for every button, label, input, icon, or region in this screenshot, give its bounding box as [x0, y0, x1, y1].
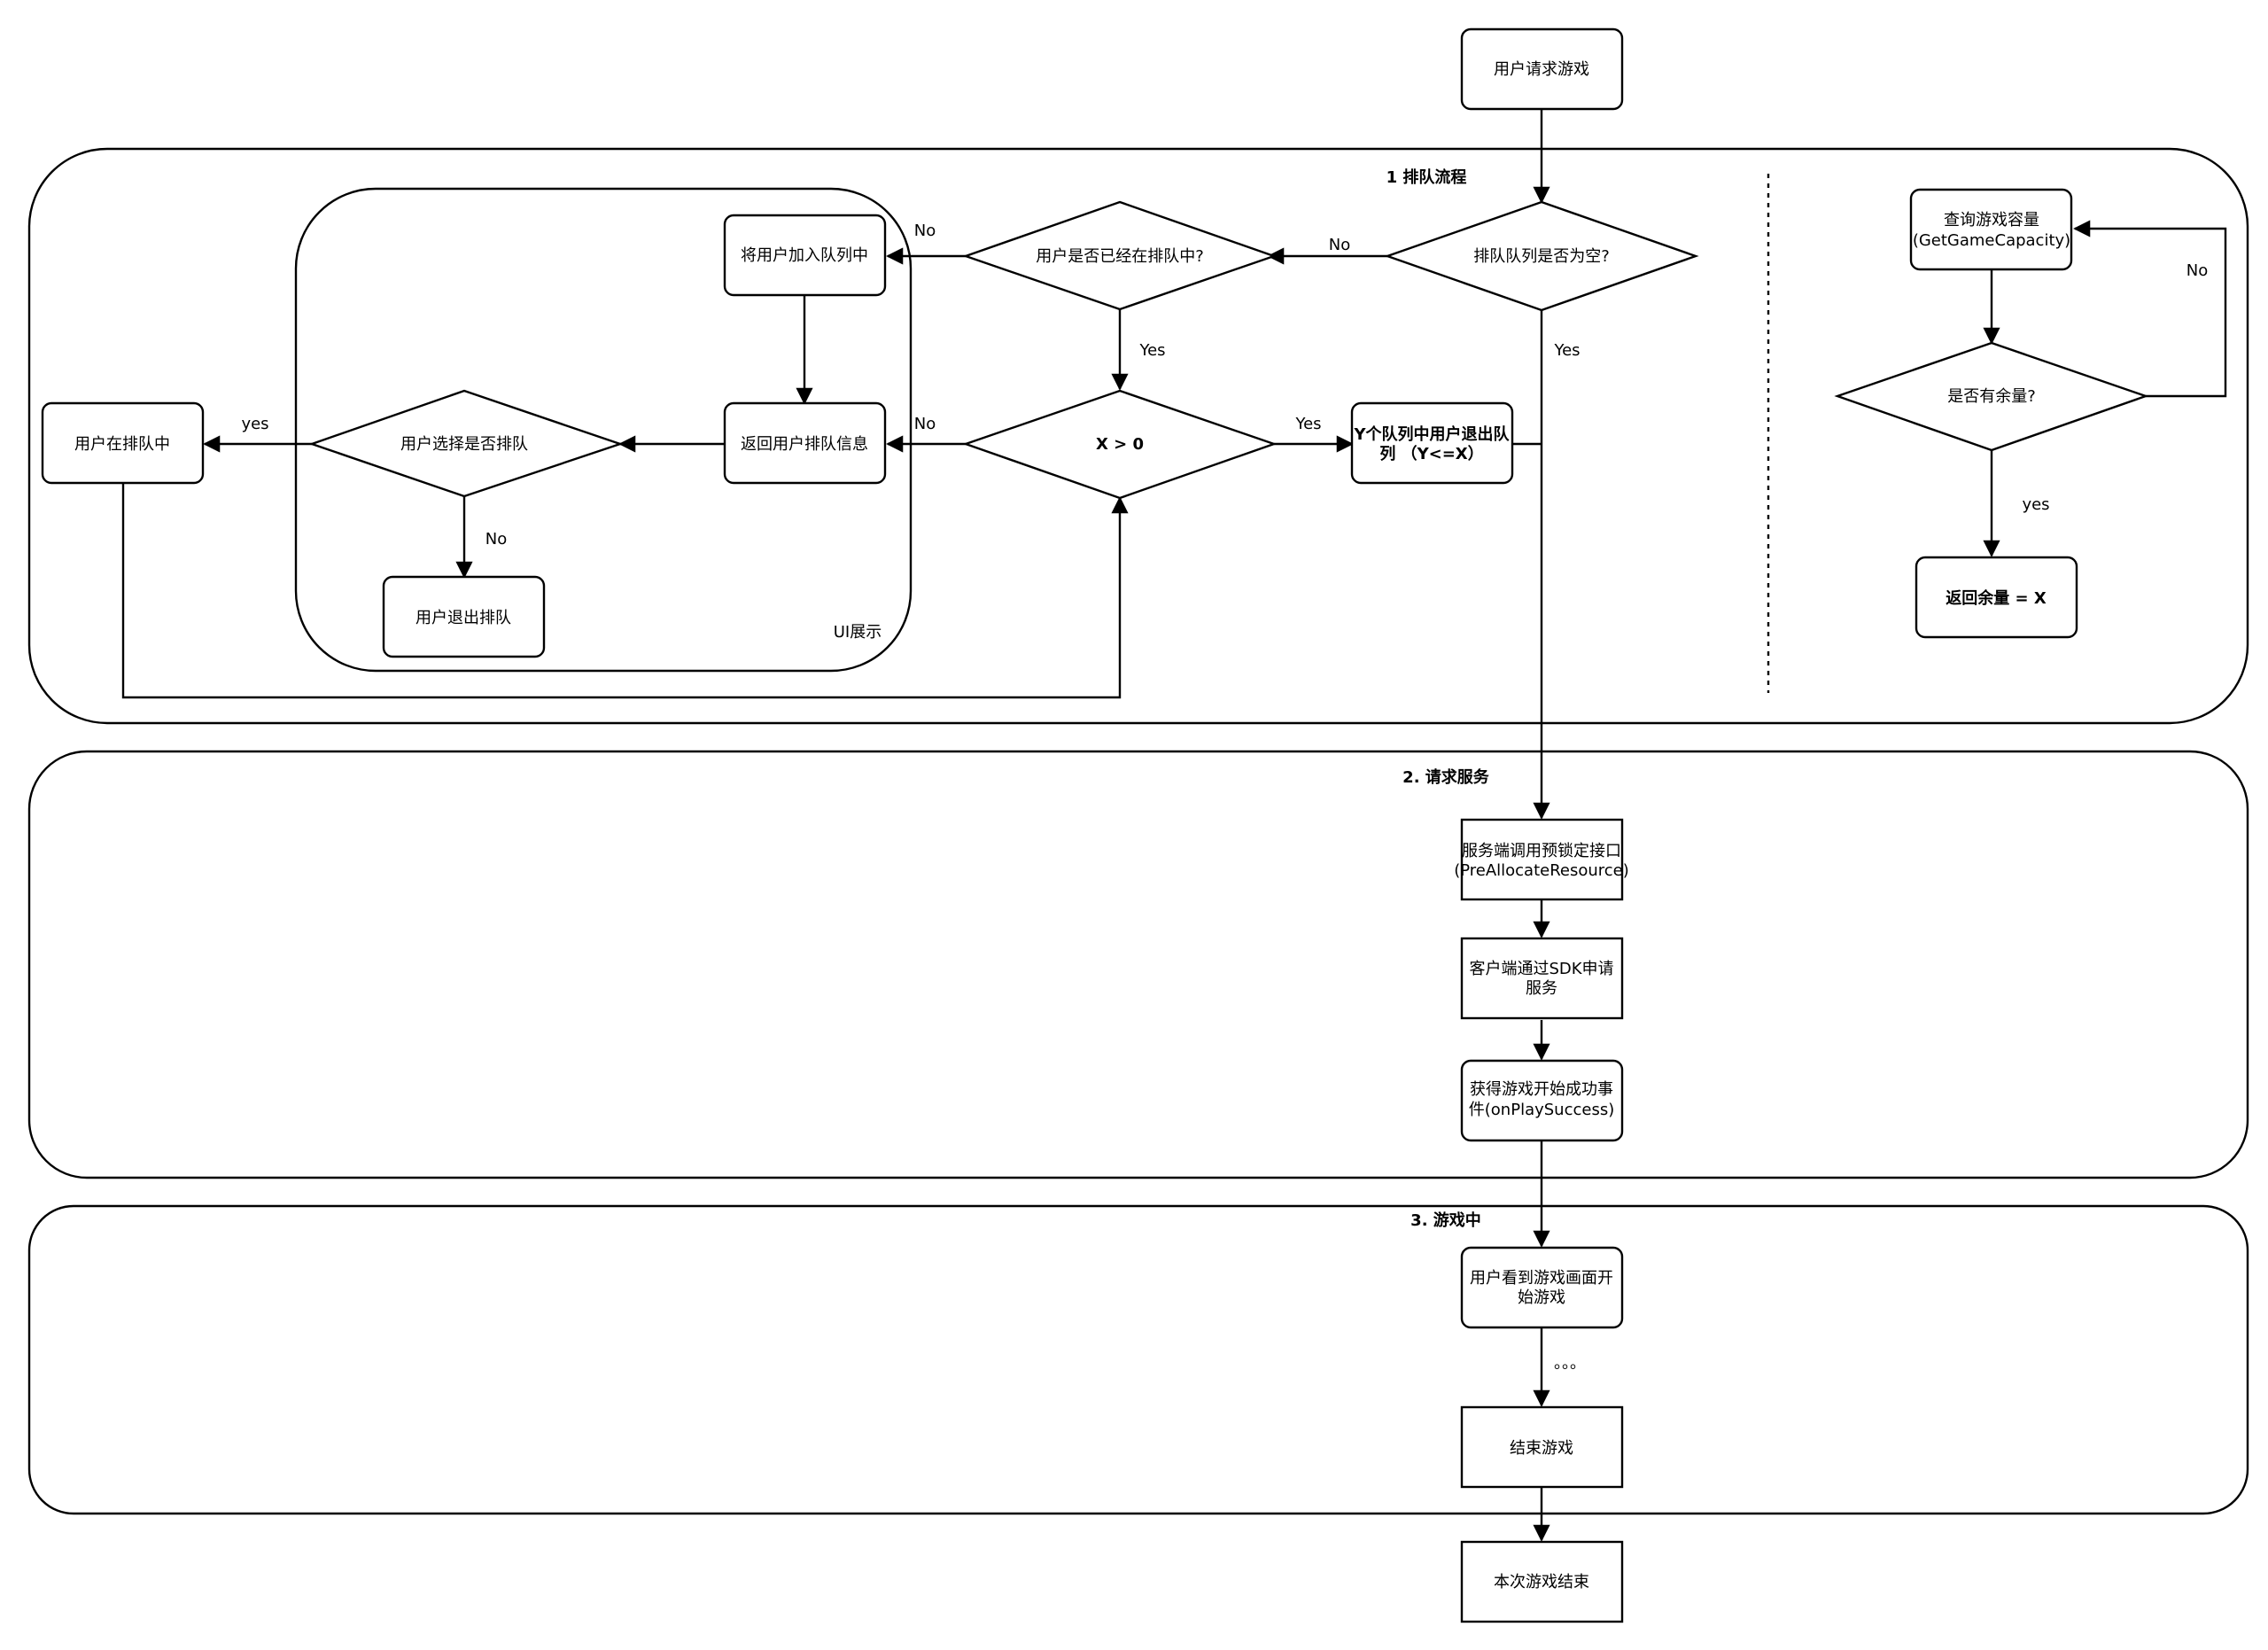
- node-prealloc-text-2: (PreAllocateResource): [1454, 861, 1629, 880]
- label-remaining-no: No: [2186, 261, 2208, 280]
- lane-queue: [27, 147, 2249, 725]
- node-return-remaining: [1915, 556, 2078, 639]
- node-end-game: [1460, 1405, 1624, 1489]
- node-choose-queue: [308, 389, 624, 498]
- node-end-game-text: 结束游戏: [1510, 1439, 1573, 1458]
- node-return-remaining-text: 返回余量 = X: [1946, 588, 2047, 608]
- node-capacity-text-1: 查询游戏容量: [1944, 211, 2039, 230]
- node-sdk-request: [1460, 937, 1624, 1020]
- node-y-exit-text-2: 列 （Y<=X）: [1379, 445, 1483, 463]
- node-add-to-queue-text: 将用户加入队列中: [741, 246, 868, 265]
- node-play-success-text-2: 件(onPlaySuccess): [1469, 1101, 1614, 1119]
- node-sdk-request-text-1: 客户端通过SDK申请: [1469, 960, 1613, 978]
- node-see-game: [1460, 1246, 1624, 1329]
- node-has-remaining-text: 是否有余量?: [1947, 387, 2036, 406]
- node-has-remaining: [1834, 341, 2149, 452]
- label-empty-yes: Yes: [1553, 341, 1580, 360]
- node-in-queue: [41, 401, 205, 485]
- node-sdk-request-text-2: 服务: [1526, 979, 1557, 998]
- node-add-to-queue: [723, 214, 887, 297]
- node-exit-queue: [382, 575, 546, 658]
- lane-service-title: 2. 请求服务: [1402, 767, 1490, 787]
- label-ellipsis: 。。。: [1554, 1354, 1586, 1373]
- lane-ingame-title: 3. 游戏中: [1410, 1210, 1481, 1230]
- label-x-no: No: [914, 415, 936, 433]
- node-y-exit: [1350, 401, 1514, 485]
- lane-service: [27, 750, 2249, 1179]
- edge-inqueue-loop: [121, 484, 1129, 699]
- node-queue-empty: [1384, 200, 1699, 312]
- node-play-success-text-1: 获得游戏开始成功事: [1470, 1080, 1613, 1099]
- node-in-queue-text: 用户在排队中: [74, 435, 170, 454]
- node-play-success: [1460, 1059, 1624, 1142]
- node-capacity-text-2: (GetGameCapacity): [1913, 231, 2070, 250]
- node-capacity: [1909, 188, 2073, 271]
- label-choose-no: No: [485, 530, 507, 549]
- lane-ingame: [27, 1204, 2249, 1515]
- node-choose-queue-text: 用户选择是否排队: [400, 435, 528, 454]
- node-queue-empty-text: 排队队列是否为空?: [1473, 247, 1610, 266]
- label-choose-yes: yes: [241, 415, 268, 433]
- node-prealloc-text-1: 服务端调用预锁定接口: [1462, 842, 1621, 860]
- node-x-gt-0: [962, 389, 1278, 500]
- node-already-in-queue-text: 用户是否已经在排队中?: [1036, 247, 1204, 266]
- ui-group-label: UI展示: [834, 623, 882, 642]
- label-remaining-yes: yes: [2022, 495, 2049, 514]
- node-session-end: [1460, 1540, 1624, 1623]
- node-return-queue-info: [723, 401, 887, 485]
- edge-remaining-no: [2073, 220, 2227, 398]
- node-y-exit-text-1: Y个队列中用户退出队: [1353, 424, 1510, 444]
- label-already-no: No: [914, 222, 936, 240]
- node-session-end-text: 本次游戏结束: [1494, 1573, 1589, 1592]
- node-start: [1460, 27, 1624, 111]
- label-x-yes: Yes: [1294, 415, 1321, 433]
- node-see-game-text-1: 用户看到游戏画面开: [1470, 1269, 1613, 1288]
- node-already-in-queue: [962, 200, 1278, 311]
- node-start-text: 用户请求游戏: [1494, 60, 1589, 79]
- ui-group: [294, 187, 913, 673]
- node-return-queue-info-text: 返回用户排队信息: [741, 435, 868, 454]
- lane-queue-title: 1 排队流程: [1386, 167, 1467, 187]
- node-prealloc: [1460, 818, 1624, 901]
- label-already-yes: Yes: [1138, 341, 1165, 360]
- node-exit-queue-text: 用户退出排队: [416, 609, 511, 627]
- node-x-gt-0-text: X > 0: [1096, 435, 1144, 454]
- node-see-game-text-2: 始游戏: [1518, 1288, 1565, 1307]
- label-empty-no: No: [1329, 236, 1350, 254]
